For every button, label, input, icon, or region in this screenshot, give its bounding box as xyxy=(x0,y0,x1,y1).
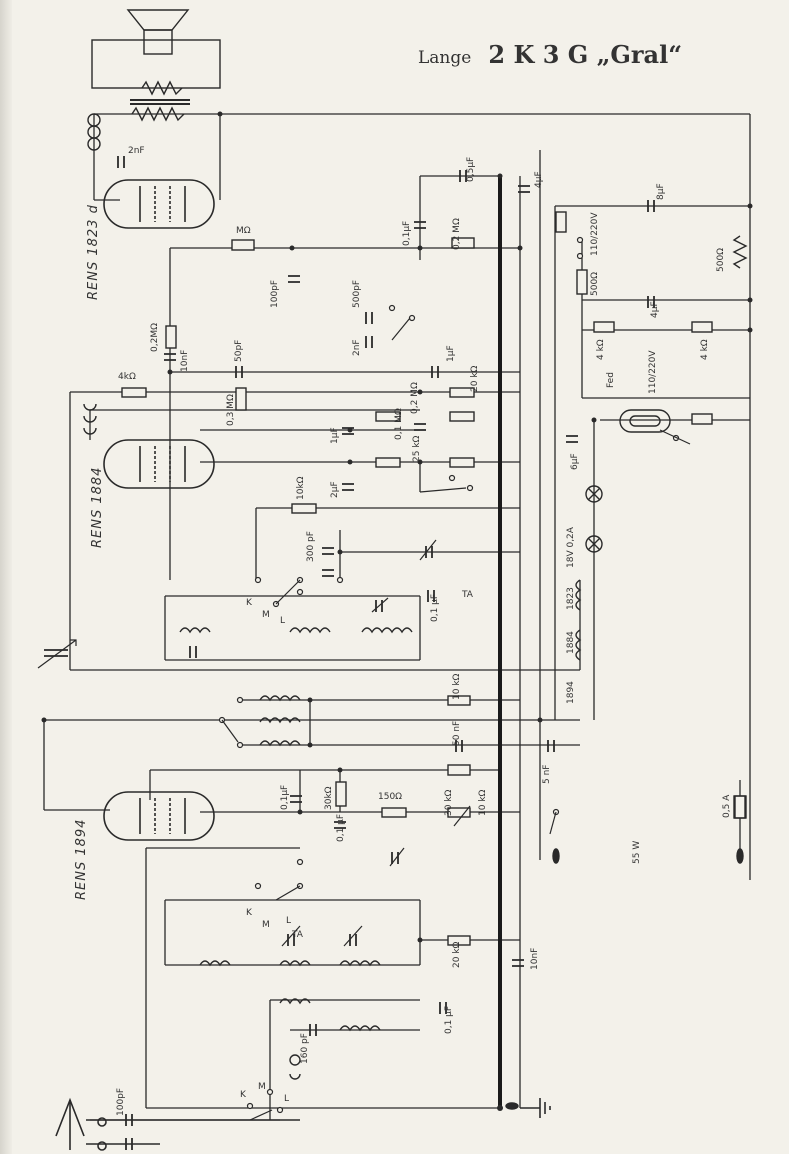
label-r-30kO: 30kΩ xyxy=(324,786,334,810)
page-margin-shadow xyxy=(0,0,12,1154)
earth-symbol-icon xyxy=(520,1098,551,1118)
capacitor-icons xyxy=(44,156,655,1150)
label-sw-l-2: L xyxy=(286,916,292,926)
label-sw-k-3: K xyxy=(240,1090,246,1100)
label-c-2nF-top: 2nF xyxy=(128,146,145,156)
label-c-01uF: 0,1µF xyxy=(402,220,412,246)
label-sw-m-3: M xyxy=(258,1082,266,1092)
maker-label: Lange xyxy=(418,48,472,68)
label-c-50pF: 50pF xyxy=(234,339,244,362)
label-r-10kO: 10kΩ xyxy=(296,476,306,500)
label-tube-1884: 1884 xyxy=(566,631,576,654)
tube-label-rens1823d: RENS 1823 d xyxy=(86,204,101,300)
tube-label-rens1894: RENS 1894 xyxy=(74,818,89,900)
wiring xyxy=(43,113,751,1121)
label-c-6uF: 6µF xyxy=(570,453,580,470)
label-r-500O-right: 500Ω xyxy=(716,247,726,272)
label-tube-1894: 1894 xyxy=(566,681,576,704)
label-c-8uF: 8µF xyxy=(656,183,666,200)
label-c-01uF-e: 0,1 µF xyxy=(444,1005,454,1034)
label-r-10kO-b: 10 kΩ xyxy=(452,673,462,700)
label-c-100pF: 100pF xyxy=(270,279,280,308)
label-r-4kO: 4kΩ xyxy=(118,372,136,382)
label-sw-l-1: L xyxy=(280,616,286,626)
label-sw-ta-2: TA xyxy=(292,930,303,940)
label-sw-m-1: M xyxy=(262,610,270,620)
dial-lamp-icons xyxy=(585,485,603,553)
label-sw-110-220: 110/220V xyxy=(590,212,600,256)
switch-contacts xyxy=(218,236,691,1121)
label-c-100pF-ant: 100pF xyxy=(116,1087,126,1116)
label-r-30kO-b: 30 kΩ xyxy=(444,789,454,816)
label-c-10nF-b: 10nF xyxy=(530,947,540,970)
label-c-01uF-b: 0,1 µF xyxy=(430,593,440,622)
label-c-1uF-b: 1µF xyxy=(330,427,340,444)
mains-plug-icon xyxy=(505,848,744,1110)
variable-capacitor-arrows xyxy=(37,539,471,947)
antenna-icon xyxy=(55,1097,300,1151)
label-c-4uF-b: 4µF xyxy=(650,301,660,318)
tube-rens1884-icon xyxy=(103,439,215,489)
label-c-1uF-mid: 1µF xyxy=(446,345,456,362)
diagram-title: Lange 2 K 3 G „Gral“ xyxy=(418,40,682,69)
label-r-150O: 150Ω xyxy=(378,792,403,802)
label-r-25kO: 25 kΩ xyxy=(412,435,422,462)
label-r-500O: 500Ω xyxy=(590,271,600,296)
label-c-05uF: 0,5µF xyxy=(466,156,476,182)
label-c-5nF: 5 nF xyxy=(542,764,552,784)
model-label: 2 K 3 G „Gral“ xyxy=(488,40,683,69)
label-fed: Fed xyxy=(606,372,616,388)
label-power: 55 W xyxy=(632,840,642,864)
label-c-50nF: 50 nF xyxy=(452,720,462,746)
label-r-10kO-c: 10 kΩ xyxy=(478,789,488,816)
label-sw-k-2: K xyxy=(246,908,252,918)
label-c-300pF: 300 pF xyxy=(306,531,316,562)
tube-rens1823d-icon xyxy=(103,179,215,229)
coil-icons xyxy=(83,113,582,1080)
tube-label-rens1884: RENS 1884 xyxy=(90,466,105,548)
fuse-icon xyxy=(733,795,747,819)
tube-rens1894-icon xyxy=(103,791,215,841)
label-c-2nF-mid: 2nF xyxy=(352,339,362,356)
label-sw-k-1: K xyxy=(246,598,252,608)
label-r-4kO-c: 4 kΩ xyxy=(700,339,710,360)
label-c-2uF: 2µF xyxy=(330,481,340,498)
label-c-4uF-top: 4µF xyxy=(534,171,544,188)
label-r-20kO: 20 kΩ xyxy=(470,365,480,392)
label-r-02MO-b: 0,2MΩ xyxy=(150,323,160,352)
resistor-icons xyxy=(121,211,748,946)
junction-dots xyxy=(41,111,753,1111)
label-c-10nF: 10nF xyxy=(180,349,190,372)
label-r-02MO: 0,2 MΩ xyxy=(452,218,462,250)
label-r-01MO: 0,1 MΩ xyxy=(394,408,404,440)
label-sw-m-2: M xyxy=(262,920,270,930)
rectifier-icon xyxy=(619,409,671,433)
label-fuse: 0,5 A xyxy=(722,794,732,818)
label-r-20kO-b: 20 kΩ xyxy=(452,941,462,968)
label-110-220b: 110/220V xyxy=(648,350,658,394)
label-c-500pF: 500pF xyxy=(352,279,362,308)
label-r-4kO-b: 4 kΩ xyxy=(596,339,606,360)
label-r-02MO-c: 0,2 MΩ xyxy=(410,382,420,414)
label-r-MO: MΩ xyxy=(236,226,251,236)
label-sw-l-3: L xyxy=(284,1094,290,1104)
label-c-01uF-d: 0,1 µF xyxy=(336,813,346,842)
loudspeaker-icon xyxy=(91,9,221,89)
label-lamp: 18V 0,2A xyxy=(566,527,576,568)
label-ta: TA xyxy=(462,590,473,600)
label-c-01uF-c: 0,1µF xyxy=(280,784,290,810)
label-c-160pF: 160 pF xyxy=(300,1033,310,1064)
label-r-03MO: 0,3 MΩ xyxy=(226,394,236,426)
label-tube-1823: 1823 xyxy=(566,587,576,610)
